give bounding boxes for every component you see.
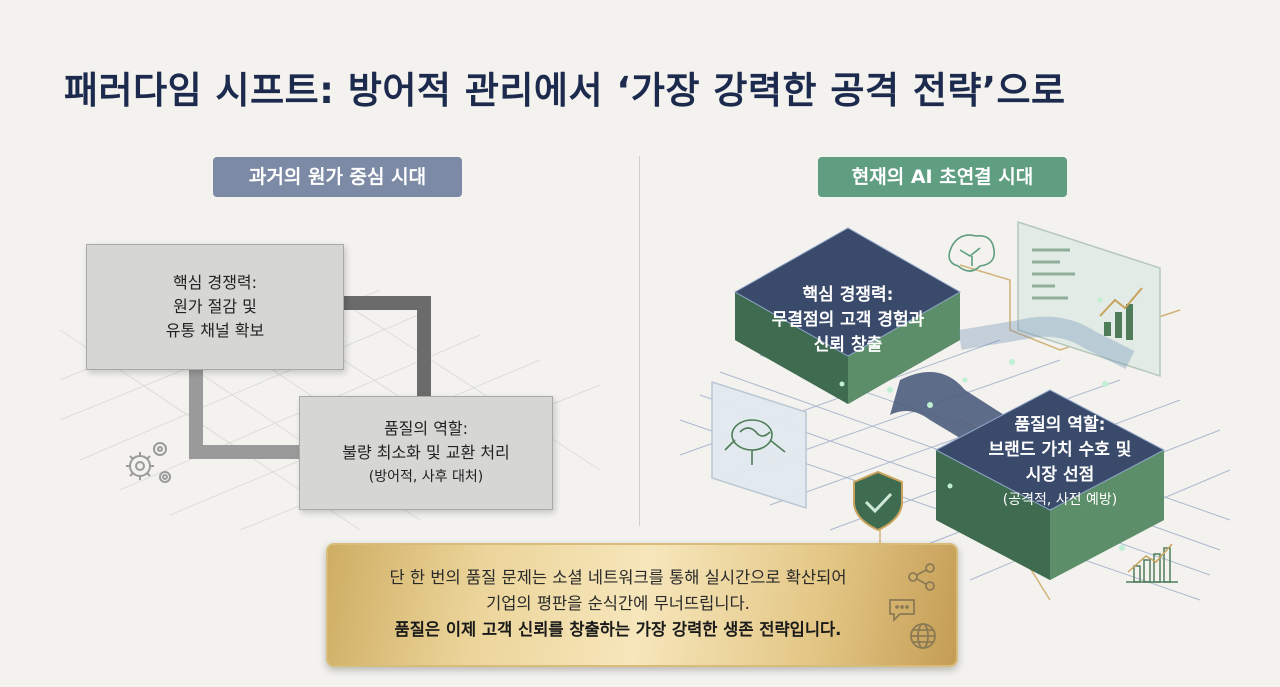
brain-panel	[711, 380, 807, 510]
growth-chart-icon	[1126, 543, 1178, 583]
shield-check-icon	[853, 470, 903, 532]
globe-icon	[910, 623, 936, 649]
past-core-line2: 원가 절감 및	[173, 297, 257, 316]
past-quality-role-box: 품질의 역할: 불량 최소화 및 교환 처리 (방어적, 사후 대처)	[299, 396, 553, 510]
quality-slab	[934, 389, 1166, 580]
center-divider	[639, 156, 640, 526]
past-era-header: 과거의 원가 중심 시대	[213, 157, 462, 197]
present-quality-line4: (공격적, 사전 예방)	[1002, 492, 1118, 508]
present-core-line3: 신뢰 창출	[813, 335, 883, 355]
key-message-banner: 단 한 번의 품질 문제는 소셜 네트워크를 통해 실시간으로 확산되어 기업의…	[326, 543, 958, 667]
past-core-competency-box: 핵심 경쟁력: 원가 절감 및 유통 채널 확보	[86, 244, 344, 370]
past-quality-line2: 불량 최소화 및 교환 처리	[342, 443, 510, 462]
past-core-line3: 유통 채널 확보	[165, 321, 265, 340]
present-core-competency: 핵심 경쟁력: 무결점의 고객 경험과 신뢰 창출	[760, 283, 936, 358]
share-icon	[908, 563, 935, 591]
gear-icon	[126, 442, 171, 483]
present-quality-line1: 품질의 역할:	[1014, 415, 1106, 435]
brain-icon	[724, 419, 786, 465]
past-quality-line3: (방어적, 사후 대처)	[368, 469, 484, 485]
brain-icon	[948, 234, 996, 272]
present-quality-role: 품질의 역할: 브랜드 가치 수호 및 시장 선점 (공격적, 사전 예방)	[970, 413, 1150, 513]
present-core-line2: 무결점의 고객 경험과	[771, 310, 925, 330]
banner-line3: 품질은 이제 고객 신뢰를 창출하는 가장 강력한 생존 전략입니다.	[394, 620, 842, 639]
present-quality-line2: 브랜드 가치 수호 및	[988, 440, 1132, 460]
chart-panel-icon	[1017, 220, 1161, 378]
core-slab	[733, 227, 962, 404]
page-title: 패러다임 시프트: 방어적 관리에서 ‘가장 강력한 공격 전략’으로	[64, 69, 1066, 112]
past-core-line1: 핵심 경쟁력:	[172, 273, 258, 292]
banner-line2: 기업의 평판을 순식간에 무너뜨립니다.	[486, 594, 750, 613]
present-era-header: 현재의 AI 초연결 시대	[818, 157, 1067, 197]
banner-line1: 단 한 번의 품질 문제는 소셜 네트워크를 통해 실시간으로 확산되어	[389, 568, 847, 587]
past-quality-line1: 품질의 역할:	[383, 419, 469, 438]
chat-icon	[889, 599, 915, 623]
present-core-line1: 핵심 경쟁력:	[802, 285, 894, 305]
present-quality-line3: 시장 선점	[1025, 465, 1095, 485]
